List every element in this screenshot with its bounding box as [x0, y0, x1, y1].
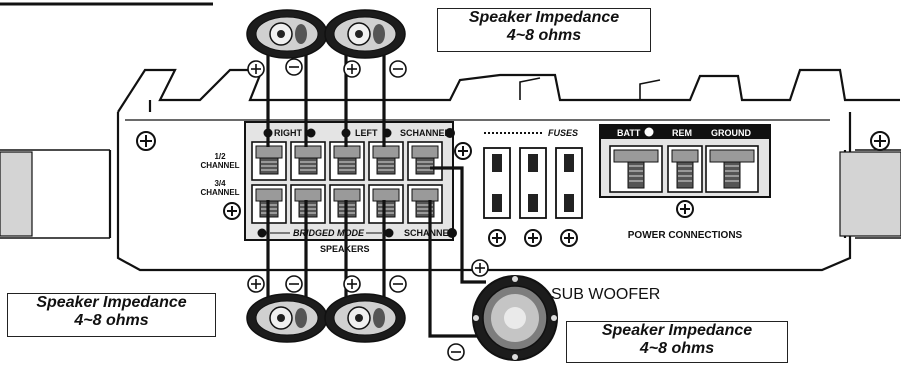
- impedance-title: Speaker Impedance: [36, 294, 187, 311]
- plus-icon: [343, 60, 361, 78]
- rem-label: REM: [672, 128, 692, 138]
- fuse-screw: [560, 229, 578, 247]
- speaker-terminals: [251, 141, 443, 224]
- impedance-box-top: Speaker Impedance 4~8 ohms: [437, 8, 651, 52]
- speaker-terminal: [329, 141, 365, 181]
- speaker-terminal: [407, 184, 443, 224]
- wire-sub-plus: [430, 166, 486, 284]
- amplifier-body: [0, 68, 901, 272]
- plus-icon: [471, 259, 489, 277]
- impedance-box-bottom: Speaker Impedance 4~8 ohms: [566, 321, 788, 363]
- channel-34-label-b: CHANNEL: [200, 188, 239, 197]
- power-terminal: [667, 145, 703, 193]
- fuse-section: FUSES: [483, 128, 583, 247]
- impedance-value: 4~8 ohms: [506, 27, 582, 44]
- channel-side-labels: 1/2 CHANNEL 3/4 CHANNEL: [200, 152, 239, 197]
- fuse-screw: [488, 229, 506, 247]
- right-label: RIGHT: [274, 128, 303, 138]
- plus-icon: [247, 275, 265, 293]
- speaker: [246, 9, 328, 59]
- fuse: [483, 147, 511, 247]
- plus-icon: [257, 228, 267, 238]
- impedance-value: 4~8 ohms: [639, 340, 715, 357]
- mounting-screw: [454, 142, 472, 160]
- power-connections-label: POWER CONNECTIONS: [628, 230, 743, 241]
- plus-icon: [247, 60, 265, 78]
- minus-icon: [389, 275, 407, 293]
- minus-icon: [306, 128, 316, 138]
- power-terminal: [609, 145, 663, 193]
- channel-top-labels: RIGHT LEFT SCHANNEL: [263, 128, 455, 138]
- fuse: [555, 147, 583, 247]
- minus-icon: [384, 228, 394, 238]
- impedance-value: 4~8 ohms: [74, 312, 149, 329]
- impedance-box-left: Speaker Impedance 4~8 ohms: [7, 293, 216, 337]
- mounting-screw: [870, 131, 890, 151]
- power-block: BATT REM GROUND POWER CONNECTIONS: [599, 124, 771, 241]
- fuse: [519, 147, 547, 247]
- mounting-screw: [223, 202, 241, 220]
- speaker-terminal: [290, 141, 326, 181]
- batt-label: BATT: [617, 128, 641, 138]
- channel-12-label-b: CHANNEL: [200, 161, 239, 170]
- plus-icon: [644, 127, 654, 137]
- mounting-screw: [136, 131, 156, 151]
- bridged-mode-label: BRIDGED MODE: [293, 228, 365, 238]
- plus-icon: [445, 128, 455, 138]
- ground-label: GROUND: [711, 128, 751, 138]
- subwoofer-label: SUB WOOFER: [551, 286, 660, 303]
- plus-icon: [343, 275, 361, 293]
- speaker-terminal: [290, 184, 326, 224]
- speaker: [324, 293, 406, 343]
- speaker-terminal: [368, 184, 404, 224]
- subwoofer: SUB WOOFER: [472, 275, 660, 361]
- minus-icon: [285, 275, 303, 293]
- fuses-label: FUSES: [548, 128, 578, 138]
- minus-icon: [285, 58, 303, 76]
- impedance-title: Speaker Impedance: [601, 322, 753, 339]
- fuse-screw: [524, 229, 542, 247]
- minus-icon: [447, 343, 465, 361]
- speaker: [246, 293, 328, 343]
- left-label: LEFT: [355, 128, 378, 138]
- power-terminal: [705, 145, 759, 193]
- minus-icon: [447, 228, 457, 238]
- channel-34-label-a: 3/4: [214, 179, 226, 188]
- speaker-terminal: [407, 141, 443, 181]
- impedance-title: Speaker Impedance: [468, 9, 620, 26]
- minus-icon: [389, 60, 407, 78]
- speaker-terminal: [251, 141, 287, 181]
- power-screw: [676, 200, 694, 218]
- channel-12-label-a: 1/2: [214, 152, 226, 161]
- speaker: [324, 9, 406, 59]
- speaker-terminal: [368, 141, 404, 181]
- schannel-top-label: SCHANNEL: [400, 128, 451, 138]
